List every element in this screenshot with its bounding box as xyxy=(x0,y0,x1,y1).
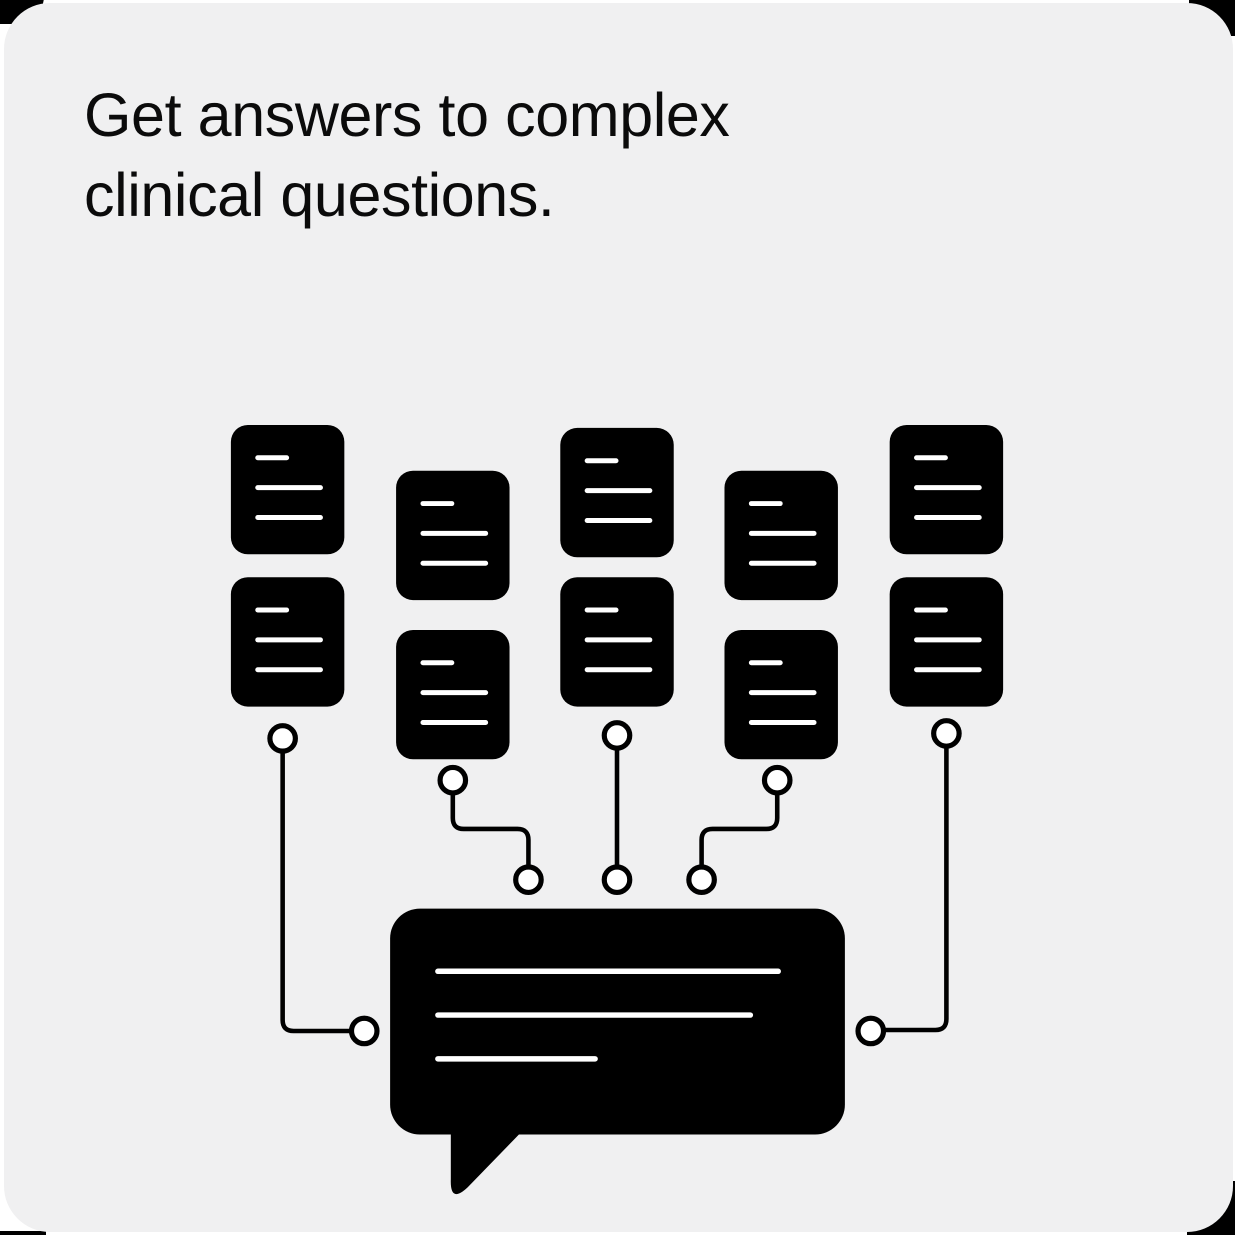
adjacent-card-edge-bottom-left xyxy=(0,1231,46,1235)
connector-node-icon xyxy=(686,864,717,896)
document-icon xyxy=(724,470,838,601)
connector-node-icon xyxy=(513,864,544,896)
connector-line xyxy=(450,793,531,867)
document-icon xyxy=(560,427,674,558)
speech-bubble-icon xyxy=(390,908,845,1195)
speech-bubble-body xyxy=(390,908,845,1135)
connector-node-icon xyxy=(601,720,633,751)
connector-node-icon xyxy=(267,723,298,754)
document-icon xyxy=(889,424,1004,555)
connector-node-icon xyxy=(348,1015,380,1047)
document-icon xyxy=(230,424,345,555)
clinical-answers-illustration xyxy=(230,424,1004,1195)
connector-node-icon xyxy=(437,764,469,796)
document-icons xyxy=(230,424,1004,760)
document-icon xyxy=(724,629,838,760)
document-icon xyxy=(396,629,510,760)
connector-node-icon xyxy=(931,718,962,749)
document-icon xyxy=(230,577,345,707)
connector-node-icons xyxy=(267,718,962,1047)
connector-node-icon xyxy=(761,764,793,796)
document-icon xyxy=(889,577,1004,707)
connector-line xyxy=(280,750,352,1034)
connector-node-icon xyxy=(601,864,633,896)
document-icon xyxy=(396,470,510,601)
connector-line xyxy=(699,793,780,867)
connector-node-icon xyxy=(855,1015,887,1047)
document-icon xyxy=(560,577,674,707)
connector-lines xyxy=(280,746,949,1034)
connector-line xyxy=(883,746,949,1033)
feature-card: Get answers to complex clinical question… xyxy=(4,3,1233,1232)
card-title: Get answers to complex clinical question… xyxy=(84,81,730,229)
